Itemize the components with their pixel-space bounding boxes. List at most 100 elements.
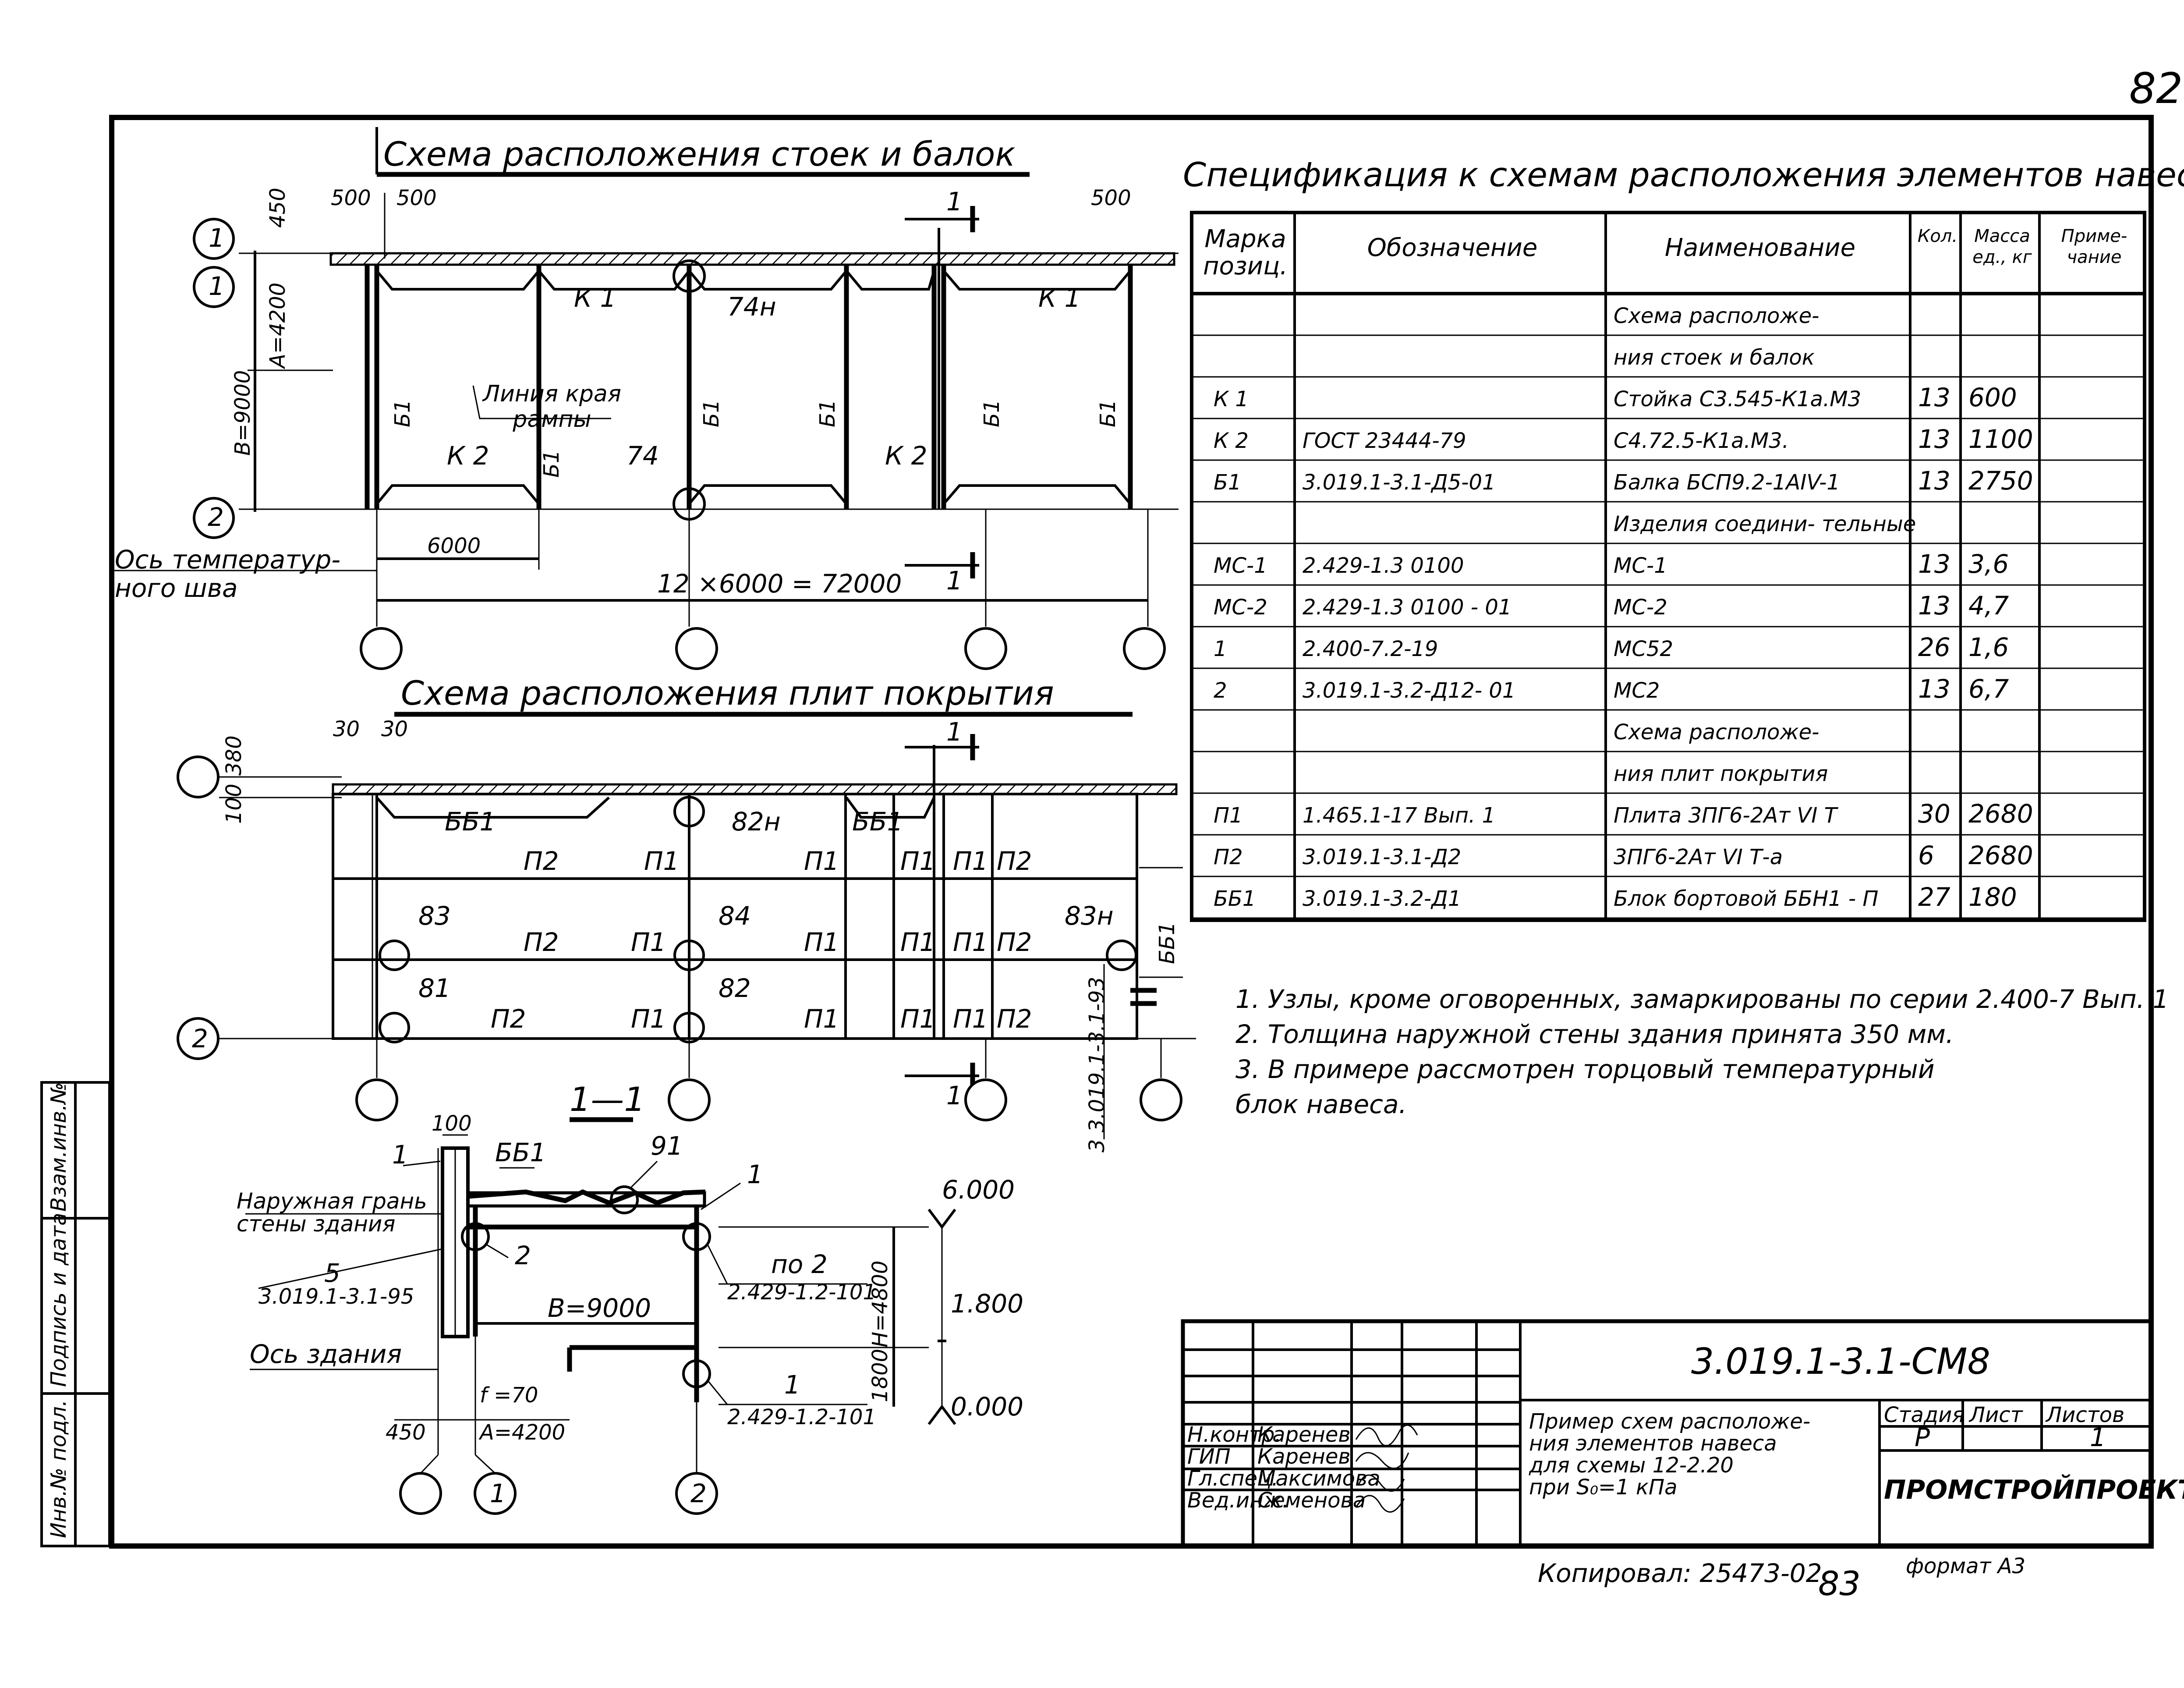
svg-text:30: 30 bbox=[333, 717, 360, 741]
svg-text:К 1: К 1 bbox=[1038, 283, 1081, 313]
svg-text:81: 81 bbox=[418, 973, 451, 1003]
svg-text:1: 1 bbox=[946, 566, 963, 596]
sheet-number: 83 bbox=[1818, 1564, 1861, 1603]
format-label: формат А3 bbox=[1906, 1554, 2025, 1578]
svg-text:ного шва: ного шва bbox=[115, 573, 238, 603]
spec-cell: 13 bbox=[1918, 591, 1950, 621]
svg-text:2.429-1.2-101: 2.429-1.2-101 bbox=[727, 1405, 876, 1429]
spec-cell: 1 bbox=[1214, 637, 1227, 661]
node-circle bbox=[379, 940, 410, 971]
node-circle bbox=[379, 1012, 410, 1043]
spec-cell: К 1 bbox=[1214, 387, 1249, 411]
svg-text:П1: П1 bbox=[804, 927, 839, 957]
spec-cell: МС-2 bbox=[1214, 595, 1267, 620]
spec-cell: МС-2 bbox=[1614, 595, 1667, 620]
svg-text:Н=4800: Н=4800 bbox=[868, 1261, 892, 1348]
svg-text:В=9000: В=9000 bbox=[548, 1293, 651, 1323]
spec-cell: 3.019.1-3.2-Д12- 01 bbox=[1303, 678, 1515, 703]
svg-text:П2: П2 bbox=[997, 1004, 1032, 1034]
spec-cell: 13 bbox=[1918, 549, 1950, 579]
svg-text:100: 100 bbox=[432, 1111, 472, 1136]
spec-cell: ния стоек и балок bbox=[1614, 345, 1815, 370]
svg-text:30: 30 bbox=[381, 717, 408, 741]
signature bbox=[1355, 1452, 1409, 1469]
svg-text:1.800: 1.800 bbox=[951, 1289, 1023, 1319]
svg-text:1: 1 bbox=[946, 187, 963, 216]
notes: 1. Узлы, кроме оговоренных, замаркирован… bbox=[1235, 984, 2169, 1119]
col-axis-marker bbox=[668, 1078, 711, 1121]
svg-text:1: 1 bbox=[392, 1140, 408, 1170]
spec-cell: Стойка С3.545-К1а.М3 bbox=[1614, 387, 1861, 411]
spec-cell: 3.019.1-3.1-Д2 bbox=[1303, 845, 1461, 869]
page-number: 82 bbox=[2129, 64, 2183, 113]
node-circle bbox=[673, 796, 705, 827]
svg-text:П1: П1 bbox=[631, 927, 666, 957]
svg-text:П1: П1 bbox=[804, 846, 839, 876]
spec-cell: МС-1 bbox=[1214, 553, 1267, 578]
ramp-edge-label: Линия края рампы bbox=[483, 381, 621, 432]
svg-text:83: 83 bbox=[418, 901, 451, 931]
axis-marker-1 bbox=[177, 755, 219, 798]
svg-text:450: 450 bbox=[386, 1420, 426, 1445]
svg-text:К 1: К 1 bbox=[574, 283, 616, 313]
svg-text:Н.контр.: Н.контр. bbox=[1187, 1422, 1281, 1447]
svg-text:84: 84 bbox=[719, 901, 751, 931]
svg-text:6.000: 6.000 bbox=[942, 1175, 1015, 1205]
plan-slabs-title: Схема расположения плит покрытия bbox=[401, 674, 1054, 713]
node-circle bbox=[673, 259, 706, 293]
svg-text:Б1: Б1 bbox=[980, 400, 1004, 427]
spec-cell: 180 bbox=[1968, 882, 2017, 912]
svg-text:П1: П1 bbox=[900, 927, 936, 957]
spec-cell: 3,6 bbox=[1968, 549, 2009, 579]
svg-text:74: 74 bbox=[627, 441, 659, 471]
organization: ПРОМСТРОЙПРОЕКТ bbox=[1884, 1474, 2184, 1505]
svg-text:1: 1 bbox=[946, 1081, 963, 1110]
spec-header-mark: Марка позиц. bbox=[1203, 226, 1288, 280]
svg-text:при S₀=1 кПа: при S₀=1 кПа bbox=[1529, 1475, 1678, 1500]
spec-cell: 26 bbox=[1918, 632, 1950, 662]
svg-text:К 2: К 2 bbox=[447, 441, 489, 471]
spec-cell: 13 bbox=[1918, 424, 1950, 454]
spec-cell: Схема расположе- bbox=[1614, 304, 1819, 328]
axis-marker-2 bbox=[177, 1017, 219, 1060]
plan-columns-title: Схема расположения стоек и балок bbox=[383, 135, 1015, 174]
svg-text:П1: П1 bbox=[900, 846, 936, 876]
spec-cell: С4.72.5-К1а.М3. bbox=[1614, 429, 1789, 453]
spec-title: Спецификация к схемам расположения элеме… bbox=[1183, 155, 2184, 194]
spec-cell: ГОСТ 23444-79 bbox=[1303, 429, 1466, 453]
svg-text:Стадия: Стадия bbox=[1884, 1403, 1965, 1427]
roof-edge-strip bbox=[329, 252, 1175, 266]
svg-text:82н: 82н bbox=[732, 807, 781, 837]
svg-text:91: 91 bbox=[651, 1131, 683, 1161]
slab-edge-strip bbox=[332, 783, 1178, 795]
spec-cell: К 2 bbox=[1214, 429, 1249, 453]
spec-header-designation: Обозначение bbox=[1367, 234, 1538, 262]
svg-text:500: 500 bbox=[396, 186, 437, 210]
footer: Копировал: 25473-02 83 формат А3 bbox=[1538, 1554, 2025, 1603]
axis-temp-joint-label: Ось температур- bbox=[115, 545, 340, 574]
node-circle bbox=[1106, 940, 1137, 971]
svg-text:380: 380 bbox=[222, 735, 246, 776]
svg-text:0.000: 0.000 bbox=[951, 1392, 1023, 1422]
svg-text:Б1: Б1 bbox=[1096, 400, 1120, 427]
spec-cell: 4,7 bbox=[1968, 591, 2009, 621]
svg-text:ББ1: ББ1 bbox=[445, 807, 496, 837]
svg-text:П2: П2 bbox=[524, 927, 559, 957]
section-1-1: 1—1 100 1 ББ1 91 1 2 Наружная грань стен… bbox=[237, 1080, 1023, 1515]
spec-cell: Б1 bbox=[1214, 470, 1241, 495]
svg-text:Максимова: Максимова bbox=[1257, 1466, 1380, 1491]
spec-cell: 3.019.1-3.2-Д1 bbox=[1303, 887, 1461, 911]
spec-cell: 2 bbox=[1214, 678, 1227, 703]
svg-text:1: 1 bbox=[209, 271, 225, 301]
svg-text:Семенова: Семенова bbox=[1257, 1488, 1366, 1513]
stamp-replace-inv: Взам.инв.№ bbox=[46, 1082, 71, 1212]
spec-cell: 2.429-1.3 0100 bbox=[1303, 553, 1464, 578]
col-axis-marker bbox=[360, 627, 403, 670]
svg-text:Вед.инж.: Вед.инж. bbox=[1187, 1488, 1289, 1513]
svg-text:500: 500 bbox=[1091, 186, 1131, 210]
svg-text:1800: 1800 bbox=[868, 1349, 892, 1402]
axis-marker-1 bbox=[193, 266, 235, 308]
spec-cell: 13 bbox=[1918, 383, 1950, 412]
svg-text:1: 1 bbox=[784, 1370, 800, 1400]
spec-cell: 2.400-7.2-19 bbox=[1303, 637, 1438, 661]
